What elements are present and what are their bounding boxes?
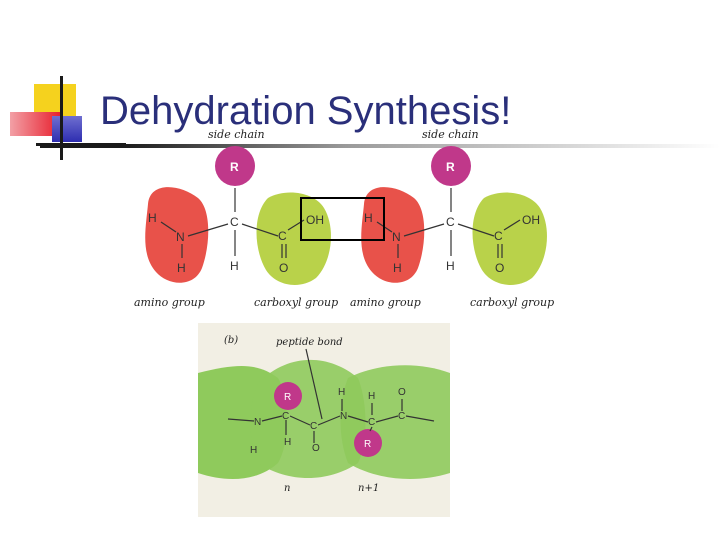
h-atom-amino-top-1: H	[148, 211, 157, 225]
carboxyl-group-label-2: carboxyl group	[470, 296, 554, 309]
oh-atom-1: OH	[306, 213, 324, 227]
h-atom-amino-bottom-2: H	[393, 261, 402, 275]
svg-text:O: O	[312, 443, 320, 454]
h-atom-alpha-1: H	[230, 259, 239, 273]
svg-text:O: O	[398, 387, 406, 398]
c-carboxyl-atom-1: C	[278, 229, 287, 243]
svg-text:C: C	[398, 411, 405, 422]
dipeptide-figure: (b) peptide bond R R N C C N C C H H O H…	[198, 323, 450, 517]
decor-blue-square	[52, 116, 82, 142]
r-atom-2: R	[446, 160, 455, 174]
svg-text:H: H	[368, 391, 375, 402]
svg-text:H: H	[284, 437, 291, 448]
n-atom-1: N	[176, 230, 185, 244]
svg-text:C: C	[368, 417, 375, 428]
svg-text:N: N	[340, 411, 347, 422]
c-carboxyl-atom-2: C	[494, 229, 503, 243]
n-atom-2: N	[392, 230, 401, 244]
o-atom-1: O	[279, 261, 288, 275]
oh-atom-2: OH	[522, 213, 540, 227]
amino-group-label-2: amino group	[350, 296, 421, 309]
svg-text:C: C	[310, 421, 317, 432]
peptide-bond-label: peptide bond	[276, 337, 343, 348]
c-alpha-atom-1: C	[230, 215, 239, 229]
carboxyl-group-blob-2	[473, 193, 547, 285]
r-atom-1: R	[230, 160, 239, 174]
svg-text:R: R	[284, 392, 291, 403]
carboxyl-group-label-1: carboxyl group	[254, 296, 338, 309]
residue-n-label: n	[284, 483, 290, 494]
carboxyl-group-blob-1	[257, 193, 331, 285]
side-chain-label-1: side chain	[208, 128, 265, 141]
amino-group-label-1: amino group	[134, 296, 205, 309]
panel-label: (b)	[224, 335, 238, 346]
h-atom-amino-top-2: H	[364, 211, 373, 225]
side-chain-label-2: side chain	[422, 128, 479, 141]
svg-text:H: H	[338, 387, 345, 398]
o-atom-2: O	[495, 261, 504, 275]
h-atom-amino-bottom-1: H	[177, 261, 186, 275]
residue-n-plus-1-label: n+1	[358, 483, 379, 494]
svg-text:H: H	[250, 445, 257, 456]
amino-acids-figure: side chain R C H H N H C OH O amino grou…	[128, 126, 560, 312]
h-atom-alpha-2: H	[446, 259, 455, 273]
svg-text:R: R	[364, 439, 371, 450]
svg-text:N: N	[254, 417, 261, 428]
green-plane-right	[341, 365, 451, 479]
c-alpha-atom-2: C	[446, 215, 455, 229]
